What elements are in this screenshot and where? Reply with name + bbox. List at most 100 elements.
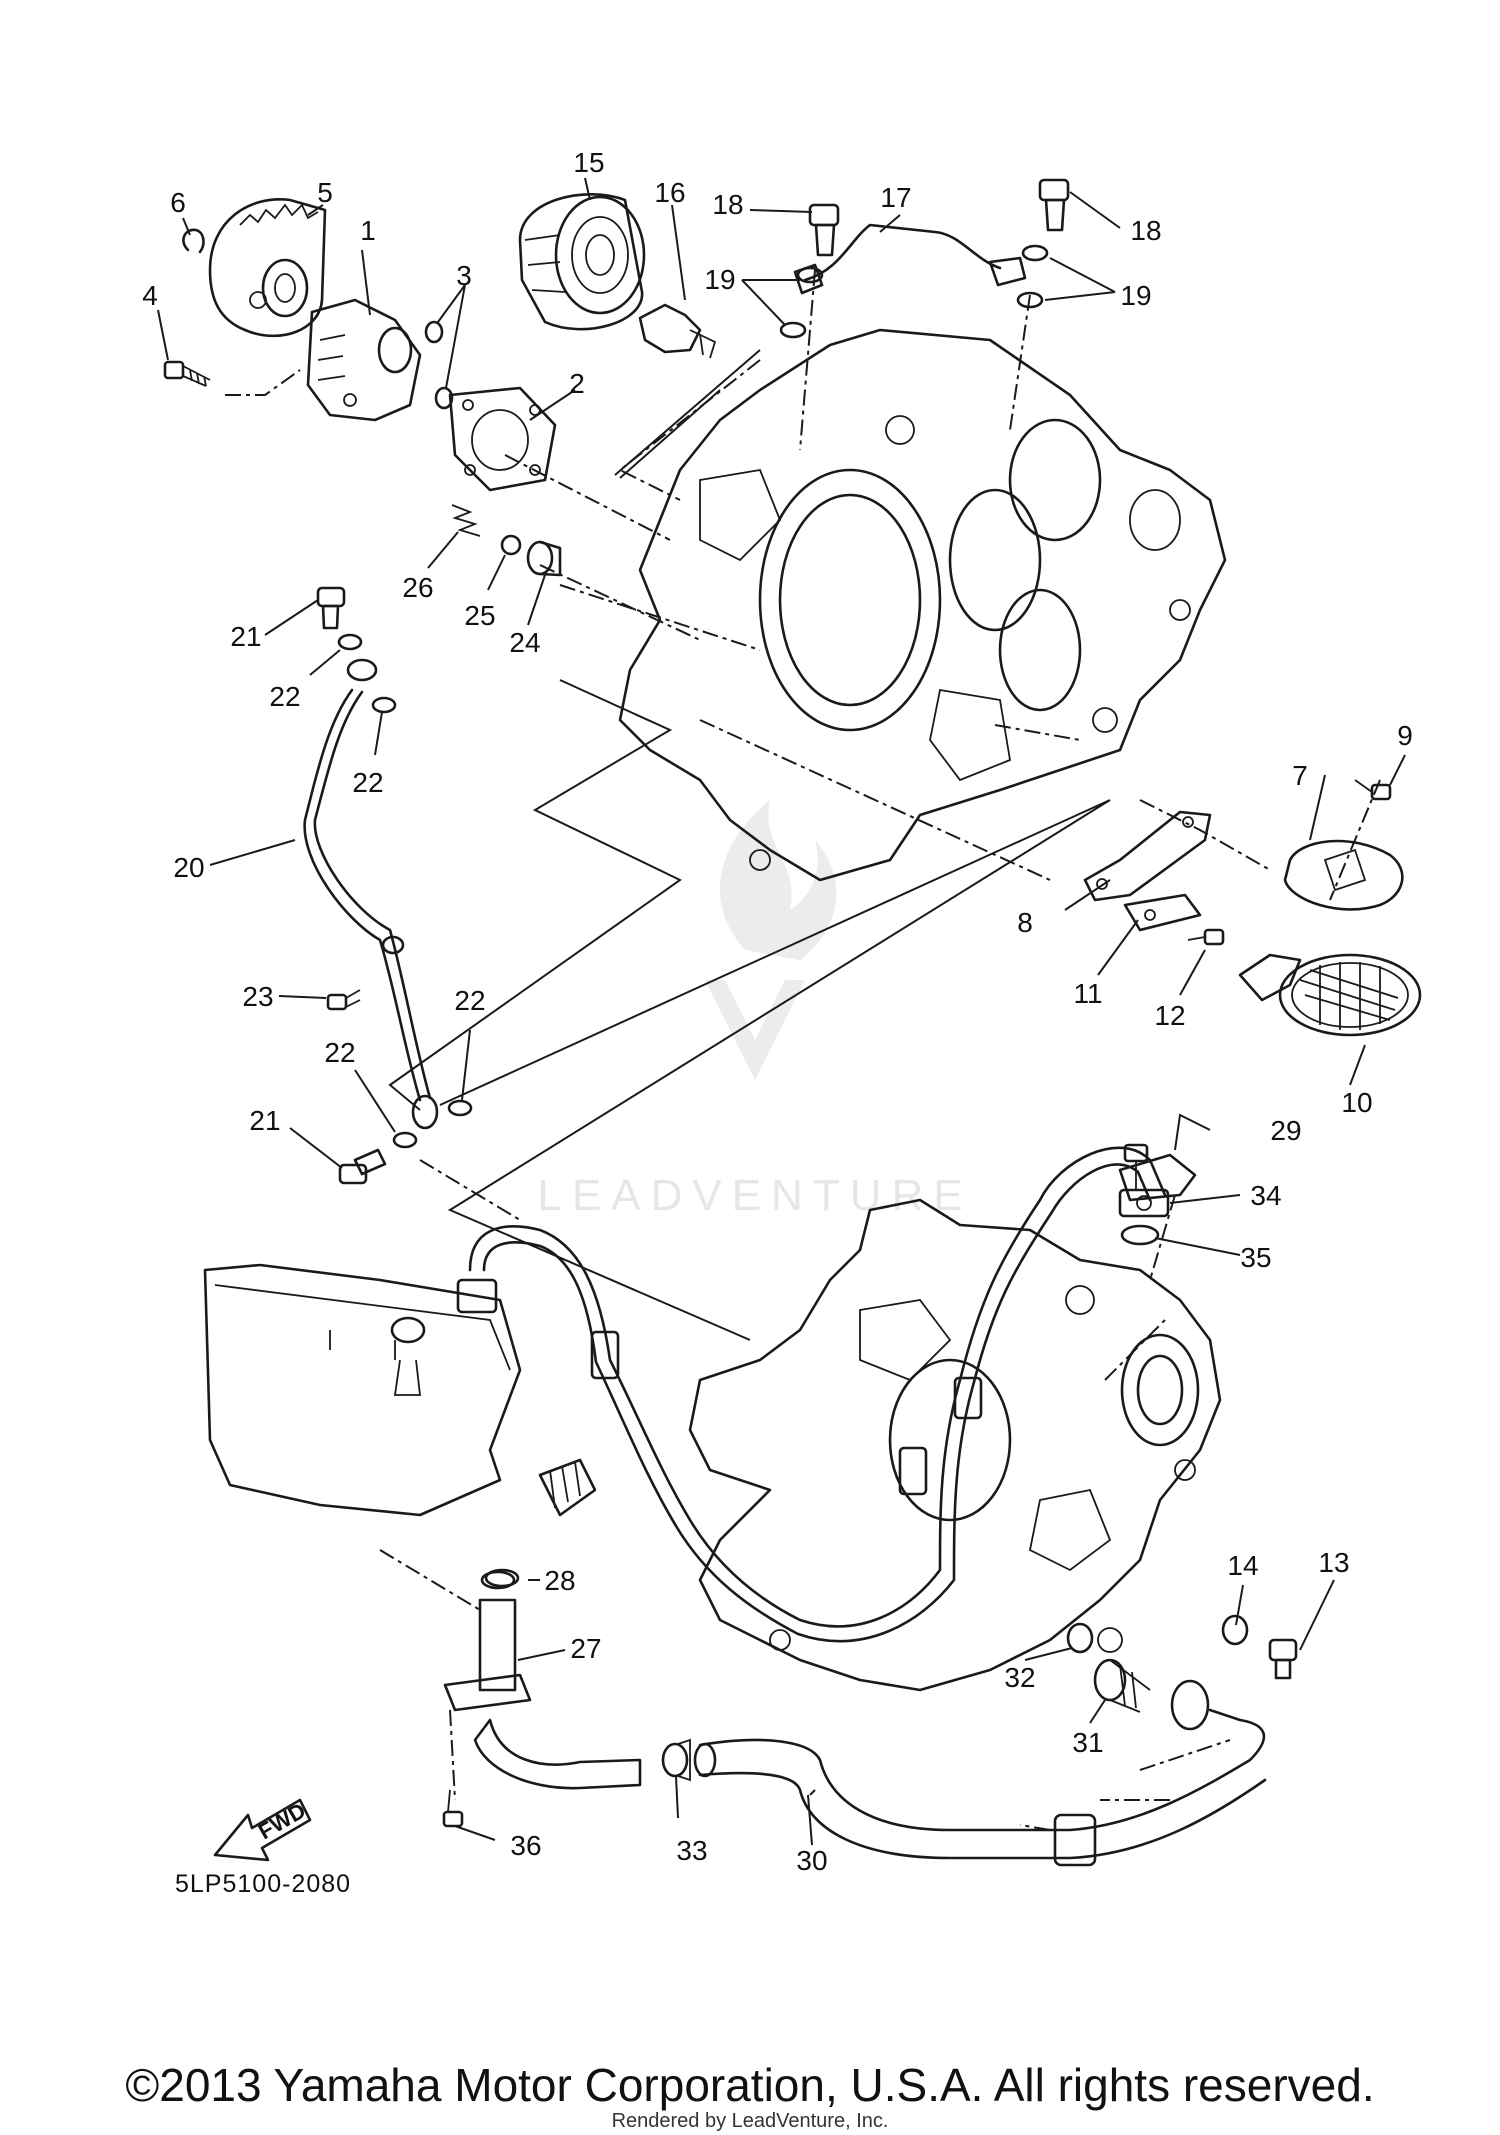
pipe-bolt (442, 1789, 464, 1828)
diagram-code: 5LP5100-2080 (175, 1870, 352, 1898)
callout-18-right: 18 (1130, 215, 1161, 246)
gasket-washer (371, 696, 397, 714)
oil-pump-gear (208, 198, 327, 338)
callout-9: 9 (1397, 720, 1413, 751)
gasket-washer (1066, 1622, 1094, 1654)
strainer-cover (1283, 839, 1404, 911)
copyright-notice: ©2013 Yamaha Motor Corporation, U.S.A. A… (125, 2059, 1375, 2111)
oil-filter-union-bolt (638, 303, 717, 359)
o-ring (434, 386, 454, 410)
crankcase-right (618, 328, 1227, 882)
oil-pump-screw (163, 360, 211, 387)
callout-25: 25 (464, 600, 495, 631)
callout-5: 5 (317, 177, 333, 208)
oil-delivery-pipe (793, 223, 1027, 295)
union-bolt (338, 1148, 387, 1185)
watermark: LEADVENTURE (537, 800, 972, 1220)
callout-23: 23 (242, 981, 273, 1012)
callout-14: 14 (1227, 1550, 1258, 1581)
oil-pump-gasket (448, 386, 557, 492)
union-bolt (808, 203, 840, 257)
oil-pump (306, 298, 422, 422)
callout-labels: 1 2 3 4 5 6 7 8 9 10 11 12 13 14 15 16 1… (142, 147, 1413, 1876)
callout-27: 27 (570, 1633, 601, 1664)
callout-11: 11 (1073, 978, 1102, 1009)
pipe-holder-bolt (326, 989, 361, 1011)
crankcase-left (688, 1198, 1222, 1692)
callout-34: 34 (1250, 1180, 1281, 1211)
oil-hose (693, 1679, 1267, 1867)
callout-21: 21 (230, 621, 261, 652)
gasket-washer (1221, 1614, 1249, 1646)
cover-gasket (1083, 810, 1212, 902)
callout-31: 31 (1072, 1727, 1103, 1758)
plate (1123, 893, 1202, 932)
gasket-washer (1016, 291, 1044, 309)
gasket-washer (337, 633, 363, 651)
callout-22-b: 22 (352, 767, 383, 798)
hose-clamp (661, 1738, 691, 1782)
callout-19: 19 (704, 264, 735, 295)
assembly-lines (225, 269, 1381, 1831)
strainer-bolt (1354, 779, 1392, 801)
callout-22-d: 22 (454, 985, 485, 1016)
gasket-washer (447, 1099, 473, 1117)
callout-20: 20 (173, 852, 204, 883)
gasket-washer (392, 1131, 418, 1149)
callout-8: 8 (1017, 907, 1033, 938)
callout-10: 10 (1341, 1087, 1372, 1118)
callout-21-lower: 21 (249, 1105, 280, 1136)
o-ring (424, 320, 444, 344)
circlip (182, 228, 205, 254)
fwd-arrow: FWD (213, 1798, 312, 1862)
gasket-washer (779, 321, 807, 339)
callout-28: 28 (544, 1565, 575, 1596)
callout-3: 3 (456, 260, 472, 291)
callout-22: 22 (269, 681, 300, 712)
oil-filter (518, 193, 646, 331)
watermark-text: LEADVENTURE (537, 1171, 972, 1220)
callout-30: 30 (796, 1845, 827, 1876)
callout-18: 18 (712, 189, 743, 220)
rendered-by-notice: Rendered by LeadVenture, Inc. (611, 2110, 889, 2132)
union-bolt (316, 586, 346, 630)
hose-union (538, 1458, 597, 1517)
callout-2: 2 (569, 368, 585, 399)
oil-delivery-pipe-2 (443, 1570, 642, 1790)
callout-22-c: 22 (324, 1037, 355, 1068)
callout-24: 24 (509, 627, 540, 658)
check-ball (500, 534, 522, 556)
callout-19-right: 19 (1120, 280, 1151, 311)
union-bolt (1038, 178, 1070, 232)
relief-spring (451, 504, 481, 537)
plug (526, 540, 562, 577)
callout-13: 13 (1318, 1547, 1349, 1578)
oil-pipe-left (303, 658, 439, 1130)
drain-bolt (1268, 1638, 1298, 1680)
callout-15: 15 (573, 147, 604, 178)
leader-lines (157, 177, 1406, 1846)
oil-strainer (1238, 953, 1422, 1037)
callout-6: 6 (170, 187, 186, 218)
oil-hose-holder (1118, 1188, 1170, 1218)
callout-29: 29 (1270, 1115, 1301, 1146)
group-lines (388, 349, 1111, 1341)
gasket-washer (1021, 244, 1049, 262)
oil-strainer-bolt (1123, 1143, 1149, 1190)
callout-33: 33 (676, 1835, 707, 1866)
callout-7: 7 (1292, 760, 1308, 791)
oil-tank-hose (456, 1146, 1197, 1643)
callout-4: 4 (142, 280, 158, 311)
callout-35: 35 (1240, 1242, 1271, 1273)
o-ring (484, 1568, 520, 1588)
callout-32: 32 (1004, 1662, 1035, 1693)
callout-26: 26 (402, 572, 433, 603)
oil-tank (203, 1263, 522, 1517)
hose-joint (1093, 1658, 1151, 1713)
callout-16: 16 (654, 177, 685, 208)
callout-12: 12 (1154, 1000, 1185, 1031)
plate-screw (1187, 928, 1225, 946)
callout-1: 1 (360, 215, 376, 246)
gasket-washer (796, 266, 824, 284)
